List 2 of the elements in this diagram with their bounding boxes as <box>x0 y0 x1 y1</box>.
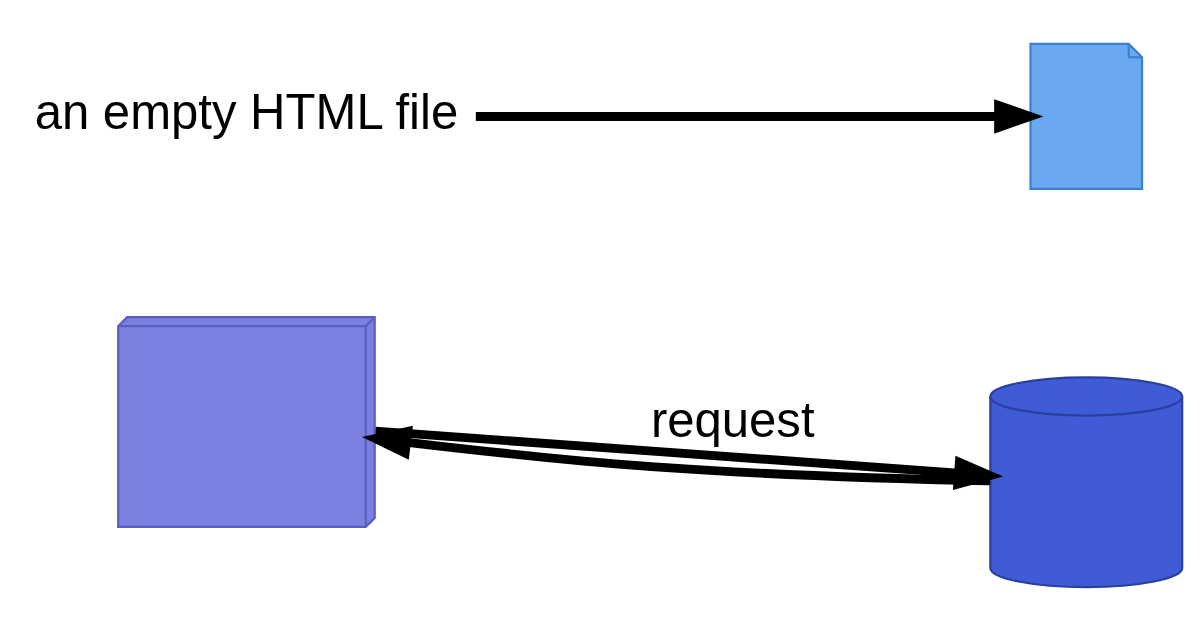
edge-label: request <box>650 392 815 447</box>
node-text: an empty HTML file <box>34 84 459 139</box>
